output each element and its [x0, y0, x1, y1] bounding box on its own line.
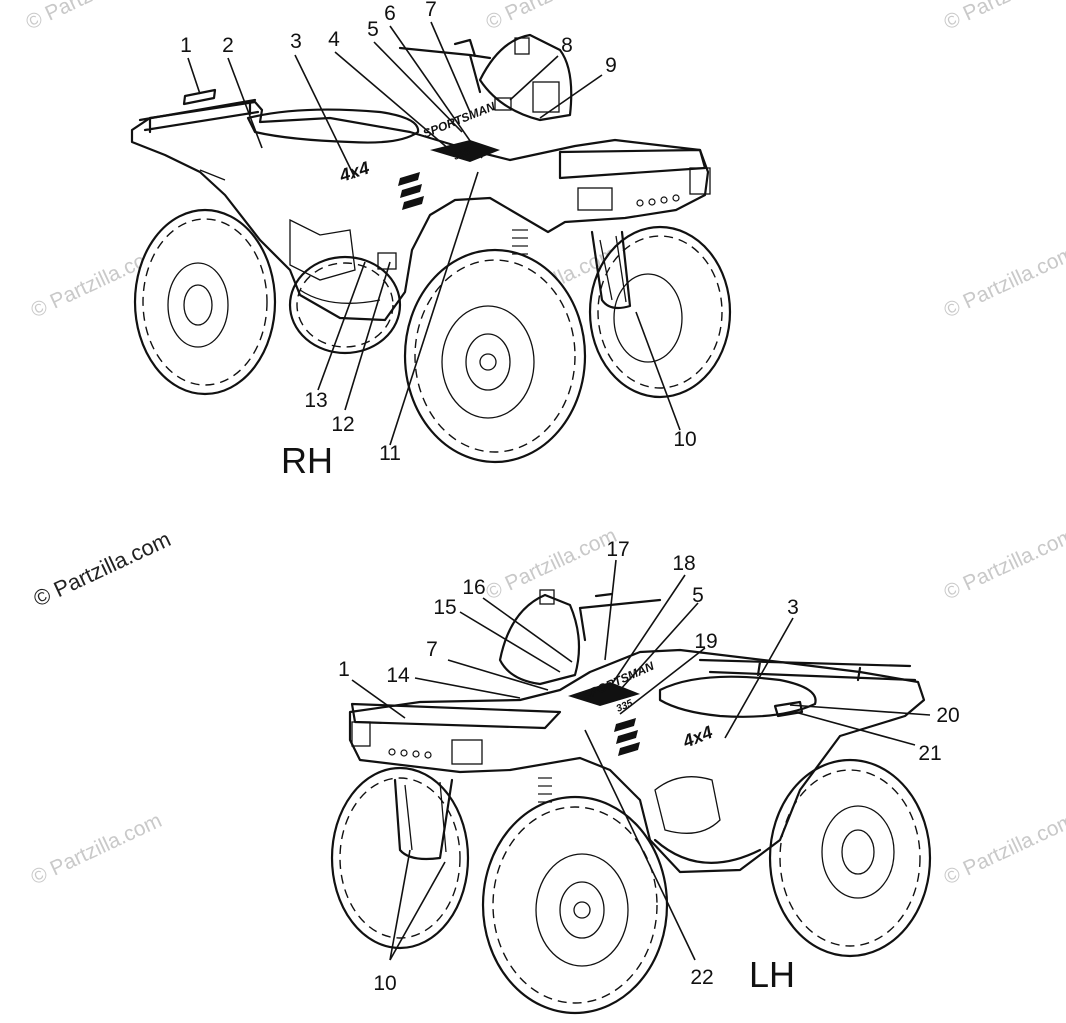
- atv-left-side-drawing: 4x4 SPORTSMAN 335: [330, 589, 932, 1015]
- callout-number: 22: [690, 966, 713, 989]
- callout-number: 17: [606, 538, 629, 561]
- callout-number: 4: [328, 28, 340, 51]
- rear-right-tire: [288, 255, 402, 355]
- watermark: © Partzilla.com: [482, 0, 620, 35]
- callout-number: 12: [331, 413, 354, 436]
- lh-view-label: LH: [749, 954, 795, 995]
- front-bumper: [393, 778, 454, 861]
- atv-body: [130, 100, 710, 322]
- callout-number: 15: [433, 596, 456, 619]
- watermark: © Partzilla.com: [22, 0, 160, 35]
- rear-left-tire: [133, 208, 277, 396]
- callout-number: 7: [425, 0, 437, 21]
- callout-number: 14: [386, 664, 410, 687]
- watermark-main: © Partzilla.com: [30, 526, 175, 611]
- front-rack: [350, 702, 562, 730]
- watermark: © Partzilla.com: [482, 524, 620, 605]
- callout-number: 3: [290, 30, 302, 53]
- front-far-tire: [588, 225, 732, 399]
- watermark: © Partzilla.com: [27, 809, 165, 890]
- callout-number: 21: [918, 742, 941, 765]
- callout-number: 5: [692, 584, 704, 607]
- front-near-tire: [403, 248, 587, 464]
- rear-right-tire: [768, 758, 932, 958]
- watermark: © Partzilla.com: [940, 242, 1066, 323]
- front-bumper: [590, 230, 632, 310]
- front-far-tire: [330, 766, 470, 950]
- callout-number: 10: [373, 972, 396, 995]
- callout-number: 6: [384, 2, 396, 25]
- headlight-pod: [478, 33, 573, 122]
- decal-4x4: 4x4: [679, 722, 715, 752]
- handlebar: [398, 38, 492, 94]
- watermark: © Partzilla.com: [940, 524, 1066, 605]
- rh-callouts: 1 2 3 4 5 6 7 8 9 10 11 12 13: [180, 0, 697, 465]
- callout-number: 16: [462, 576, 485, 599]
- rh-view-label: RH: [281, 440, 333, 481]
- watermark: © Partzilla.com: [940, 0, 1066, 35]
- callout-number: 19: [694, 630, 717, 653]
- front-rack: [558, 148, 707, 180]
- seat: [658, 675, 817, 718]
- decal-4x4: 4x4: [336, 157, 372, 186]
- headlight-pod: [498, 593, 581, 686]
- callout-number: 13: [304, 389, 327, 412]
- callout-number: 10: [673, 428, 696, 451]
- callout-number: 9: [605, 54, 617, 77]
- lh-callouts: 1 14 7 15 16 17 18 5 19 3 20 21 22 10: [338, 538, 960, 995]
- callout-number: 7: [426, 638, 438, 661]
- rh-leader-lines: [187, 21, 681, 446]
- callout-number: 3: [787, 596, 799, 619]
- callout-number: 18: [672, 552, 695, 575]
- side-decal-stripes: [398, 140, 500, 210]
- rear-rack: [698, 658, 917, 682]
- callout-number: 2: [222, 34, 234, 57]
- seat: [246, 108, 420, 144]
- callout-number: 5: [367, 18, 379, 41]
- atv-body: [348, 648, 926, 874]
- atv-right-side-drawing: 4x4 SPORTSMAN 335: [130, 33, 732, 464]
- lh-leader-lines: [351, 559, 931, 961]
- watermark: © Partzilla.com: [940, 809, 1066, 890]
- front-near-tire: [481, 795, 669, 1015]
- callout-number: 1: [338, 658, 350, 681]
- callout-number: 11: [379, 442, 401, 465]
- callout-number: 8: [561, 34, 573, 57]
- callout-number: 20: [936, 704, 959, 727]
- handlebar: [578, 592, 662, 642]
- callout-number: 1: [180, 34, 192, 57]
